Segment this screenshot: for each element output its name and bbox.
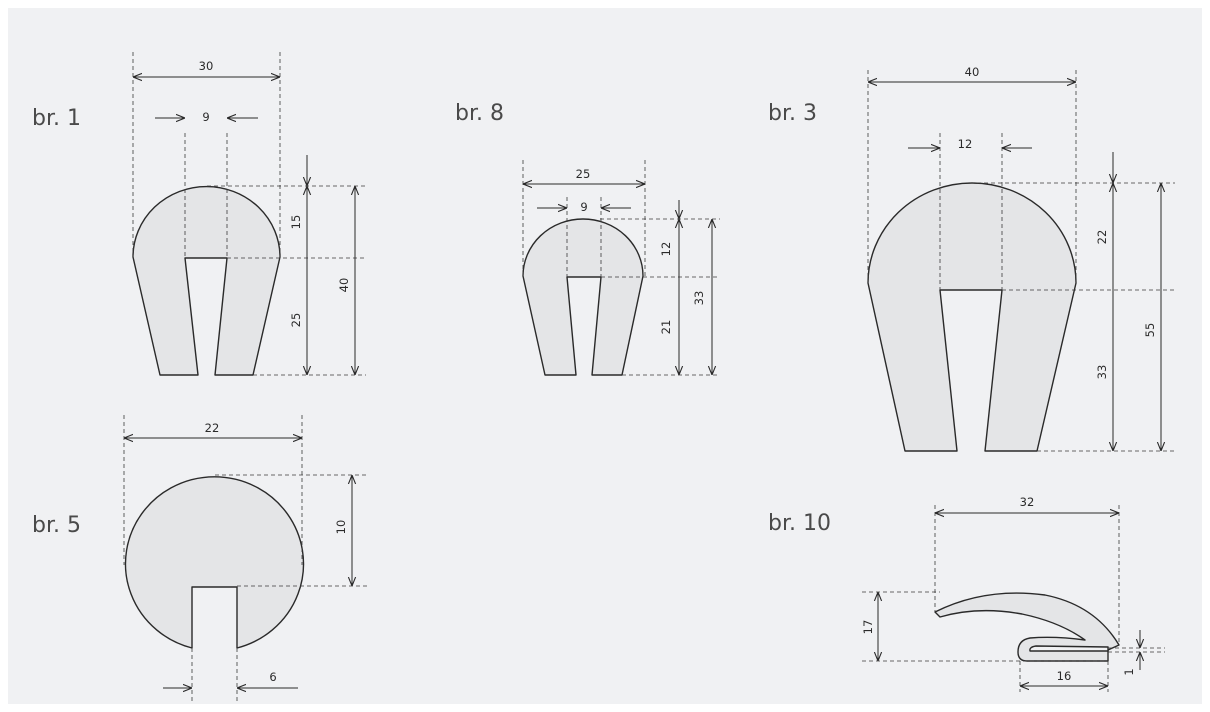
- dimension-label: 30: [199, 59, 214, 73]
- dimension-label: 6: [269, 670, 276, 684]
- profile-br3: br. 3 40 12 22 55 33: [768, 65, 1175, 452]
- dimension-label: 21: [659, 320, 673, 335]
- dimension-label: 32: [1020, 495, 1035, 509]
- dimension-label: 25: [576, 167, 591, 181]
- dimension-label: 17: [861, 620, 875, 635]
- profile-br1: br. 1 30 9 15 40 25: [32, 52, 366, 376]
- profile-channel: [1029, 645, 1109, 652]
- dimension-label: 12: [659, 242, 673, 257]
- profile-title: br. 3: [768, 101, 817, 126]
- dimension-label: 9: [580, 200, 587, 214]
- dimension-label: 33: [1095, 365, 1109, 380]
- profile-title: br. 10: [768, 511, 831, 536]
- profile-br5: br. 5 22 10 6: [32, 415, 368, 704]
- profile-title: br. 1: [32, 106, 81, 131]
- profile-shape: [934, 592, 1120, 662]
- profile-title: br. 8: [455, 101, 504, 126]
- profile-title: br. 5: [32, 513, 81, 538]
- dimension-label: 22: [205, 421, 220, 435]
- dimension-label: 10: [334, 520, 348, 535]
- profile-shape: [522, 218, 644, 376]
- dimension-label: 40: [337, 278, 351, 293]
- profile-shape: [124, 476, 305, 649]
- dimension-label: 33: [692, 291, 706, 306]
- dimension-label: 12: [958, 137, 973, 151]
- profile-br8: br. 8 25 9 12 33 21: [455, 101, 720, 376]
- dimension-label: 15: [289, 215, 303, 230]
- dimension-label: 1: [1122, 668, 1136, 675]
- dimension-label: 55: [1143, 323, 1157, 338]
- profile-br10: br. 10 32 17 1 16: [768, 495, 1165, 692]
- dimension-label: 22: [1095, 230, 1109, 245]
- dimension-label: 9: [202, 110, 209, 124]
- dimension-label: 25: [289, 313, 303, 328]
- dimension-label: 16: [1057, 669, 1072, 683]
- dimension-label: 40: [965, 65, 980, 79]
